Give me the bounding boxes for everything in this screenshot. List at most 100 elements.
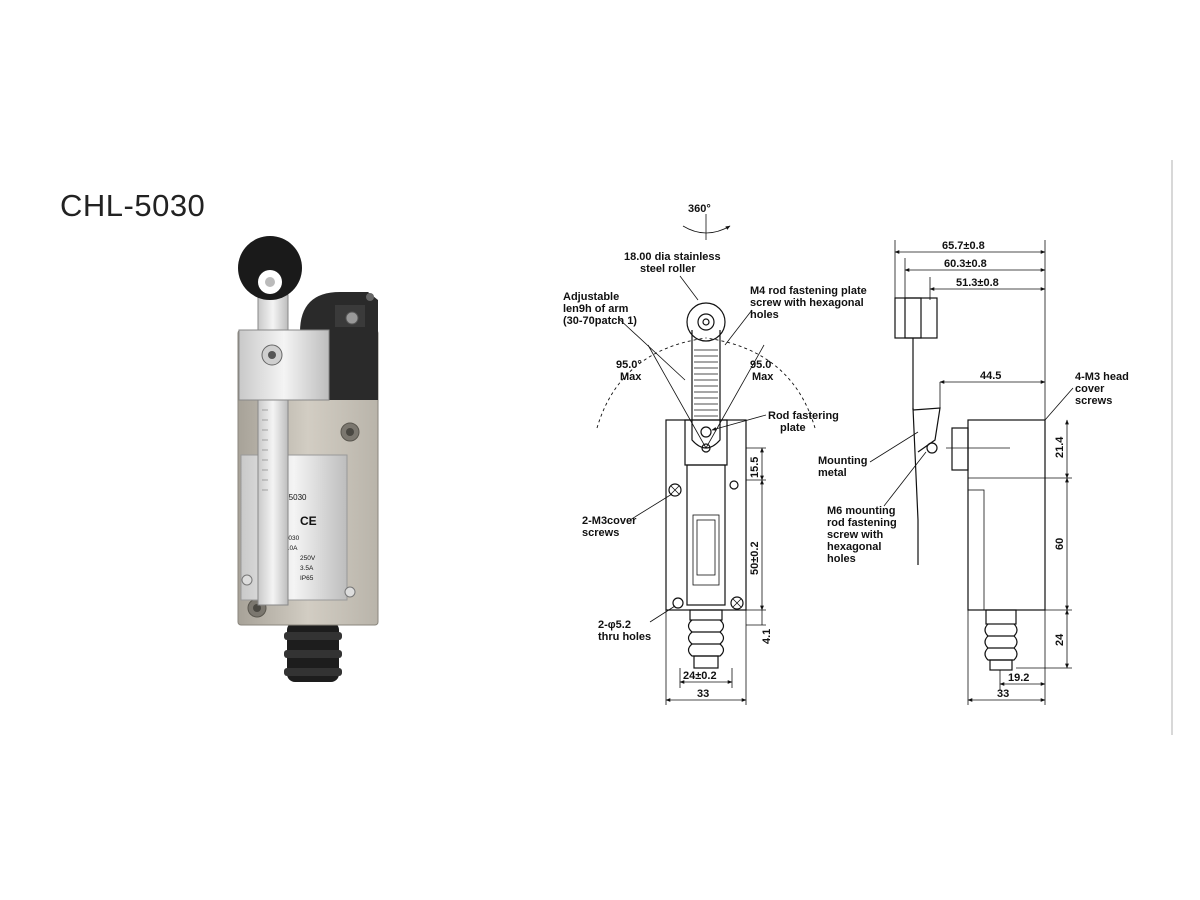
dim-60: 60 <box>1054 538 1066 550</box>
svg-text:rod fastening: rod fastening <box>827 517 897 529</box>
svg-text:2-φ5.2: 2-φ5.2 <box>598 619 631 631</box>
dim-24-side: 24 <box>1054 633 1066 646</box>
m4-leader <box>724 309 753 346</box>
head-screws-leader <box>1044 387 1074 421</box>
roller-leader <box>679 275 699 301</box>
front-arm-guide <box>686 464 726 606</box>
dim-33-side: 33 <box>997 688 1009 700</box>
cover-screw-leader <box>629 493 673 521</box>
svg-text:Adjustable: Adjustable <box>563 291 619 303</box>
arm-length-label: Adjustable len9h of arm (30-70patch 1) <box>563 291 637 327</box>
photo-boot <box>284 622 342 682</box>
side-head-boss <box>951 427 969 471</box>
side-view-drawing: 65.7±0.8 60.3±0.8 51.3±0.8 44.5 4-M3 hea… <box>818 240 1129 705</box>
photo-label-plate <box>240 454 348 601</box>
photo-screw <box>344 586 356 598</box>
svg-text:Max: Max <box>620 371 642 383</box>
svg-text:len9h of arm: len9h of arm <box>563 303 629 315</box>
dim-44-5: 44.5 <box>980 370 1001 382</box>
thru-hole-leader <box>649 605 676 623</box>
dim-4-1: 4.1 <box>761 629 773 644</box>
cover-screw <box>668 483 682 497</box>
dim-65-7: 65.7±0.8 <box>942 240 985 252</box>
swing-line-right <box>705 344 765 449</box>
svg-text:2-M3cover: 2-M3cover <box>582 515 637 527</box>
svg-text:18.00 dia stainless: 18.00 dia stainless <box>624 251 721 263</box>
rod-plate-label: Rod fastering plate <box>768 410 839 434</box>
svg-text:3.5A: 3.5A <box>300 565 314 572</box>
arm-serrations <box>694 349 718 417</box>
svg-text:screw with hexagonal: screw with hexagonal <box>750 297 864 309</box>
photo-roller <box>238 236 302 300</box>
angle-left-label: 95.0° Max <box>616 359 642 383</box>
product-photo: C D CHL-5030 CE LS 5030 AC 10A 250V 3.5A… <box>237 236 379 682</box>
side-body-outline <box>967 419 1046 611</box>
roller-label: 18.00 dia stainless steel roller <box>624 251 721 275</box>
rotation-label: 360° <box>688 203 711 215</box>
front-view-drawing: 360° 18.00 dia stainless steel roller Ad… <box>563 203 867 705</box>
svg-text:holes: holes <box>827 553 856 565</box>
thru-holes-label: 2-φ5.2 thru holes <box>598 619 651 643</box>
svg-text:metal: metal <box>818 467 847 479</box>
ce-mark: CE <box>300 514 317 528</box>
rod-plate-leader <box>711 414 767 431</box>
drawing-roller <box>686 302 726 342</box>
swing-line-left <box>647 344 707 449</box>
svg-text:Max: Max <box>752 371 774 383</box>
dim-51-3: 51.3±0.8 <box>956 277 999 289</box>
svg-text:screws: screws <box>582 527 619 539</box>
photo-screw <box>241 574 253 586</box>
svg-text:M4 rod fastening plate: M4 rod fastening plate <box>750 285 867 297</box>
m6-screw-label: M6 mounting rod fastening screw with hex… <box>827 505 897 565</box>
dim-50: 50±0.2 <box>749 541 761 575</box>
mounting-metal-leader <box>869 431 919 463</box>
svg-text:screws: screws <box>1075 395 1112 407</box>
svg-text:95.0: 95.0 <box>750 359 771 371</box>
photo-model: CHL-5030 <box>270 493 307 502</box>
svg-text:95.0°: 95.0° <box>616 359 642 371</box>
m4-screw-label: M4 rod fastening plate screw with hexago… <box>750 285 867 321</box>
m6-leader <box>883 451 927 507</box>
mounting-metal-label: Mounting metal <box>818 455 867 479</box>
cover-screws-label: 2-M3cover screws <box>582 515 637 539</box>
rotation-arrow <box>682 225 731 234</box>
product-title: CHL-5030 <box>60 188 206 223</box>
dim-15-5: 15.5 <box>749 457 761 478</box>
swing-arc-left <box>596 337 707 429</box>
svg-text:M6 mounting: M6 mounting <box>827 505 895 517</box>
side-mounting-metal <box>912 407 941 453</box>
dim-21-4: 21.4 <box>1054 436 1066 458</box>
svg-text:thru holes: thru holes <box>598 631 651 643</box>
svg-text:Rod fastering: Rod fastering <box>768 410 839 422</box>
pivot-circle <box>701 443 711 453</box>
svg-text:plate: plate <box>780 422 806 434</box>
dim-60-3: 60.3±0.8 <box>944 258 987 270</box>
side-pivot <box>926 442 938 454</box>
photo-rod-plate <box>238 329 330 401</box>
dim-33-front: 33 <box>697 688 709 700</box>
side-plunger <box>984 609 1018 671</box>
head-screws-label: 4-M3 head cover screws <box>1075 371 1129 407</box>
svg-text:Mounting: Mounting <box>818 455 867 467</box>
svg-text:hexagonal: hexagonal <box>827 541 881 553</box>
svg-text:4-M3 head: 4-M3 head <box>1075 371 1129 383</box>
dim-24: 24±0.2 <box>683 670 717 682</box>
side-arm <box>912 407 919 565</box>
svg-text:holes: holes <box>750 309 779 321</box>
angle-right-label: 95.0 Max <box>750 359 774 383</box>
dim-19-2: 19.2 <box>1008 672 1029 684</box>
swing-arc-right <box>705 337 816 429</box>
drawing-arm <box>691 330 721 449</box>
svg-text:cover: cover <box>1075 383 1105 395</box>
arm-leader <box>617 317 686 381</box>
side-roller <box>894 297 938 339</box>
thru-hole <box>672 597 684 609</box>
svg-text:IP65: IP65 <box>300 575 314 582</box>
svg-text:(30-70patch 1): (30-70patch 1) <box>563 315 637 327</box>
front-plunger <box>687 609 725 669</box>
svg-text:screw with: screw with <box>827 529 884 541</box>
svg-text:250V: 250V <box>300 555 316 562</box>
cover-screw <box>730 596 744 610</box>
svg-text:steel roller: steel roller <box>640 263 696 275</box>
